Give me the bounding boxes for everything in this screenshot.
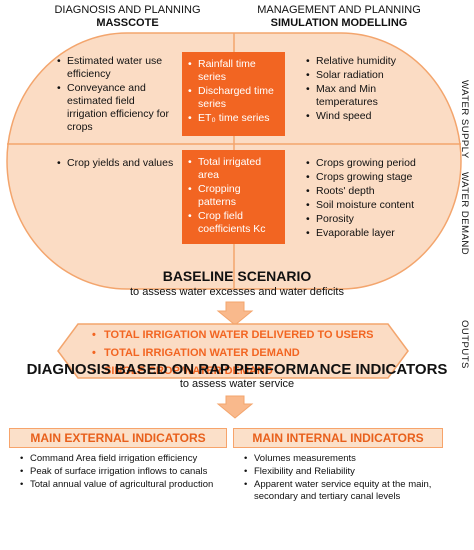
header-left: DIAGNOSIS AND PLANNING MASSCOTE — [40, 4, 215, 30]
header-right-line2: SIMULATION MODELLING — [270, 17, 408, 29]
list-item: Command Area field irrigation efficiency — [20, 453, 225, 465]
header-left-line1: DIAGNOSIS AND PLANNING — [54, 4, 201, 16]
demand-center-box: Total irrigated area Cropping patterns C… — [182, 150, 285, 244]
list-item: ET₀ time series — [188, 112, 281, 125]
list-item: Total irrigated area — [188, 156, 281, 182]
supply-center-list: Rainfall time series Discharged time ser… — [182, 52, 285, 125]
list-item: Crop field coefficients Kc — [188, 210, 281, 236]
list-item: Conveyance and estimated field irrigatio… — [57, 82, 177, 134]
list-item: Roots' depth — [306, 185, 431, 198]
demand-right-list: Crops growing period Crops growing stage… — [306, 157, 431, 241]
side-label-supply: WATER SUPPLY — [459, 80, 470, 159]
list-item: Apparent water service equity at the mai… — [244, 479, 444, 503]
diagnosis-title: DIAGNOSIS BASED ON RAP PERFORMANCE INDIC… — [26, 361, 448, 378]
side-label-outputs: OUTPUTS — [459, 320, 470, 369]
list-item: Peak of surface irrigation inflows to ca… — [20, 466, 225, 478]
baseline-title: BASELINE SCENARIO — [162, 268, 312, 284]
arrow-down-icon — [216, 301, 254, 326]
external-indicators-list: Command Area field irrigation efficiency… — [20, 453, 225, 492]
list-item: TOTAL IRRIGATION WATER DELIVERED TO USER… — [92, 327, 392, 344]
list-item: Discharged time series — [188, 85, 281, 111]
demand-left-list: Crop yields and values — [57, 157, 182, 171]
external-indicators-title: MAIN EXTERNAL INDICATORS — [9, 428, 227, 448]
list-item: Max and Min temperatures — [306, 83, 424, 109]
list-item: Crop yields and values — [57, 157, 182, 170]
header-right: MANAGEMENT AND PLANNING SIMULATION MODEL… — [244, 4, 434, 30]
list-item: Rainfall time series — [188, 58, 281, 84]
header-right-line1: MANAGEMENT AND PLANNING — [257, 4, 421, 16]
list-item: Crops growing period — [306, 157, 431, 170]
list-item: Porosity — [306, 213, 431, 226]
internal-indicators-title: MAIN INTERNAL INDICATORS — [233, 428, 443, 448]
list-item: Crops growing stage — [306, 171, 431, 184]
list-item: Cropping patterns — [188, 183, 281, 209]
baseline-subtitle: to assess water excesses and water defic… — [130, 286, 344, 298]
list-item: Estimated water use efficiency — [57, 55, 177, 81]
list-item: Flexibility and Reliability — [244, 466, 444, 478]
list-item: Total annual value of agricultural produ… — [20, 479, 225, 491]
list-item: Evaporable layer — [306, 227, 431, 240]
list-item: Solar radiation — [306, 69, 424, 82]
demand-center-list: Total irrigated area Cropping patterns C… — [182, 150, 285, 236]
list-item: Volumes measurements — [244, 453, 444, 465]
side-label-demand: WATER DEMAND — [459, 172, 470, 256]
arrow-down-icon — [216, 395, 254, 419]
list-item: TOTAL IRRIGATION WATER DEMAND — [92, 345, 392, 362]
internal-indicators-list: Volumes measurements Flexibility and Rel… — [244, 453, 444, 504]
supply-right-list: Relative humidity Solar radiation Max an… — [306, 55, 424, 124]
list-item: Relative humidity — [306, 55, 424, 68]
outputs-list: TOTAL IRRIGATION WATER DELIVERED TO USER… — [92, 327, 392, 381]
supply-left-list: Estimated water use efficiency Conveyanc… — [57, 55, 177, 135]
supply-center-box: Rainfall time series Discharged time ser… — [182, 52, 285, 136]
header-left-line2: MASSCOTE — [96, 17, 159, 29]
list-item: Wind speed — [306, 110, 424, 123]
diagnosis-subtitle: to assess water service — [179, 378, 295, 390]
list-item: SINGLE CROP WATER DEMAND — [92, 363, 392, 380]
list-item: Soil moisture content — [306, 199, 431, 212]
